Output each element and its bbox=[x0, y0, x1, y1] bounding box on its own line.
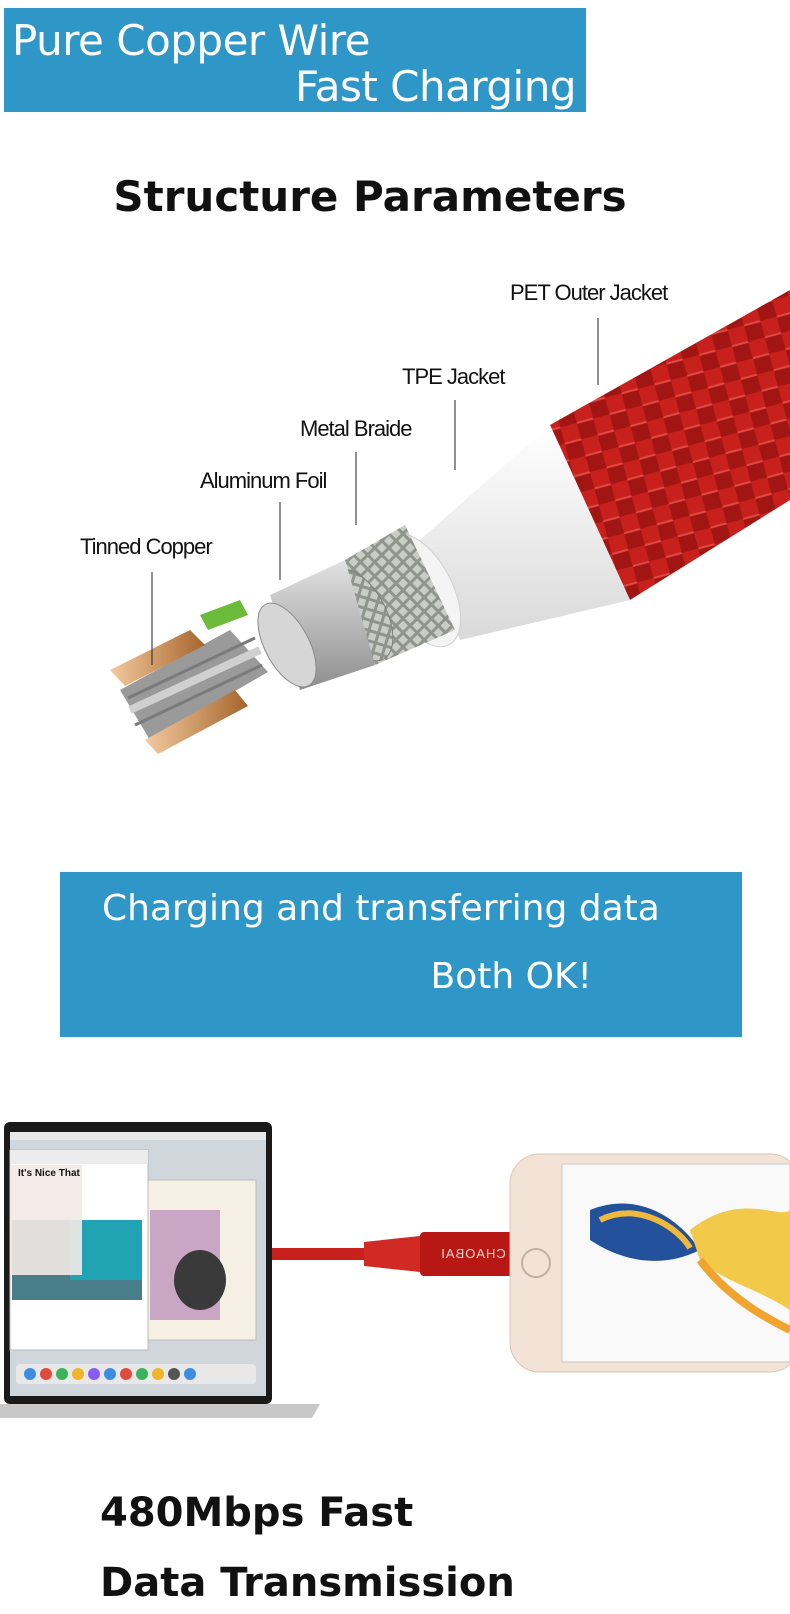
caption-line1: 480Mbps Fast bbox=[100, 1490, 414, 1536]
caption-line2: Data Transmission bbox=[100, 1560, 515, 1606]
label-metal-braide: Metal Braide bbox=[300, 416, 413, 441]
top-banner-line1: Pure Copper Wire bbox=[12, 16, 371, 65]
middle-banner-line1: Charging and transferring data bbox=[102, 888, 660, 929]
laptop-window-title: It's Nice That bbox=[18, 1168, 80, 1179]
cable-structure-figure: PET Outer Jacket TPE Jacket Metal Braide… bbox=[0, 270, 790, 830]
top-banner: Pure Copper Wire Fast Charging bbox=[4, 8, 586, 112]
laptop bbox=[0, 1122, 320, 1418]
outer-braided-jacket bbox=[550, 290, 790, 600]
aluminum-foil-layer bbox=[257, 560, 375, 690]
cable-illustration bbox=[110, 290, 790, 754]
label-aluminum-foil: Aluminum Foil bbox=[200, 468, 327, 493]
label-tpe-jacket: TPE Jacket bbox=[402, 364, 505, 389]
middle-banner-line2: Both OK! bbox=[430, 956, 592, 997]
connector-brand: CHAOBAI bbox=[440, 1246, 506, 1261]
callout-lines bbox=[151, 318, 599, 665]
devices-illustration: CHAOBAI It's Nice That bbox=[0, 1120, 790, 1450]
phone bbox=[509, 1153, 790, 1373]
label-pet-outer-jacket: PET Outer Jacket bbox=[510, 280, 668, 305]
label-tinned-copper: Tinned Copper bbox=[80, 534, 213, 559]
inner-conductors bbox=[110, 600, 268, 754]
middle-banner: Charging and transferring data Both OK! bbox=[60, 872, 742, 1037]
section-heading: Structure Parameters bbox=[113, 172, 627, 221]
top-banner-line2: Fast Charging bbox=[294, 62, 577, 111]
laptop-phone-illustration bbox=[0, 1122, 790, 1418]
